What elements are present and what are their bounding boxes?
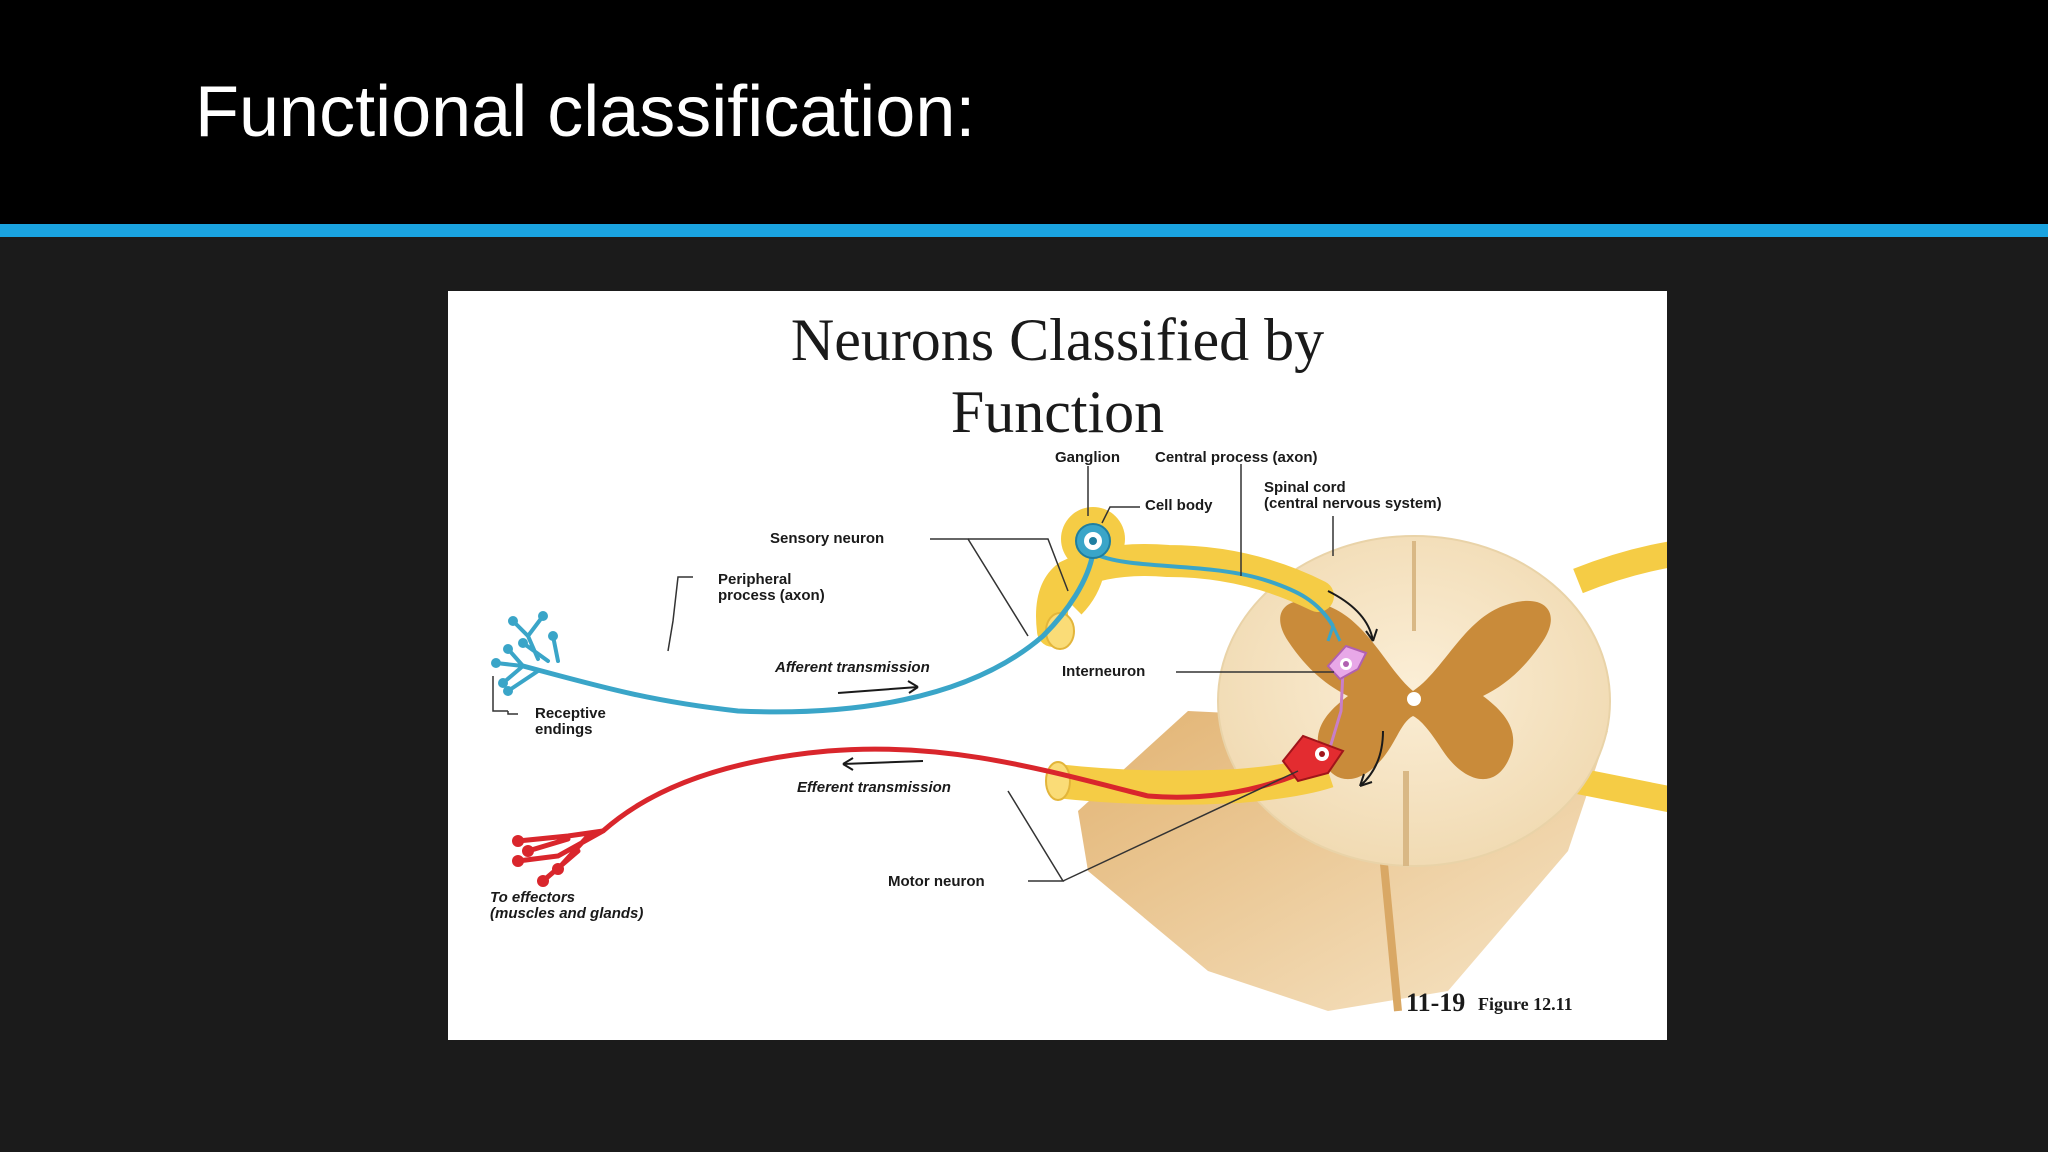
sensory-neuron [491, 523, 1342, 715]
label-cell-body: Cell body [1145, 497, 1213, 514]
interneuron [1324, 644, 1368, 762]
label-afferent-transmission: Afferent transmission [775, 659, 930, 676]
figure-reference: Figure 12.11 [1478, 994, 1573, 1014]
label-peripheral-axon: process (axon) [718, 587, 825, 604]
label-receptive-endings: Receptive [535, 705, 606, 722]
neuron-diagram [491, 464, 1667, 1012]
label-muscles-glands: (muscles and glands) [490, 905, 644, 922]
transmission-arrows [837, 590, 1384, 787]
label-peripheral-process: Peripheral [718, 571, 792, 588]
slide-number: 11-19 [1406, 988, 1466, 1017]
figure-title-line2: Function [950, 379, 1165, 445]
label-ganglion: Ganglion [1055, 449, 1120, 466]
label-sensory-neuron: Sensory neuron [770, 530, 885, 547]
label-spinal-cord-cns: (central nervous system) [1264, 495, 1442, 512]
label-spinal-cord: Spinal cord [1264, 479, 1346, 496]
label-motor-neuron: Motor neuron [888, 873, 985, 890]
label-receptive-endings-2: endings [535, 721, 593, 738]
label-to-effectors: To effectors [490, 889, 576, 906]
leader-lines [492, 464, 1334, 882]
label-efferent-transmission: Efferent transmission [797, 779, 951, 796]
motor-neuron [512, 734, 1345, 887]
label-interneuron: Interneuron [1062, 663, 1146, 680]
neuron-figure: Neurons Classified by Function Ganglion … [448, 291, 1667, 1040]
title-bar: Functional classification: [0, 0, 2048, 224]
figure-title: Neurons Classified by [790, 307, 1325, 373]
right-spinal-nerves [1573, 541, 1667, 813]
label-central-process: Central process (axon) [1155, 449, 1318, 466]
accent-bar [0, 224, 2048, 237]
slide-title: Functional classification: [195, 72, 976, 152]
